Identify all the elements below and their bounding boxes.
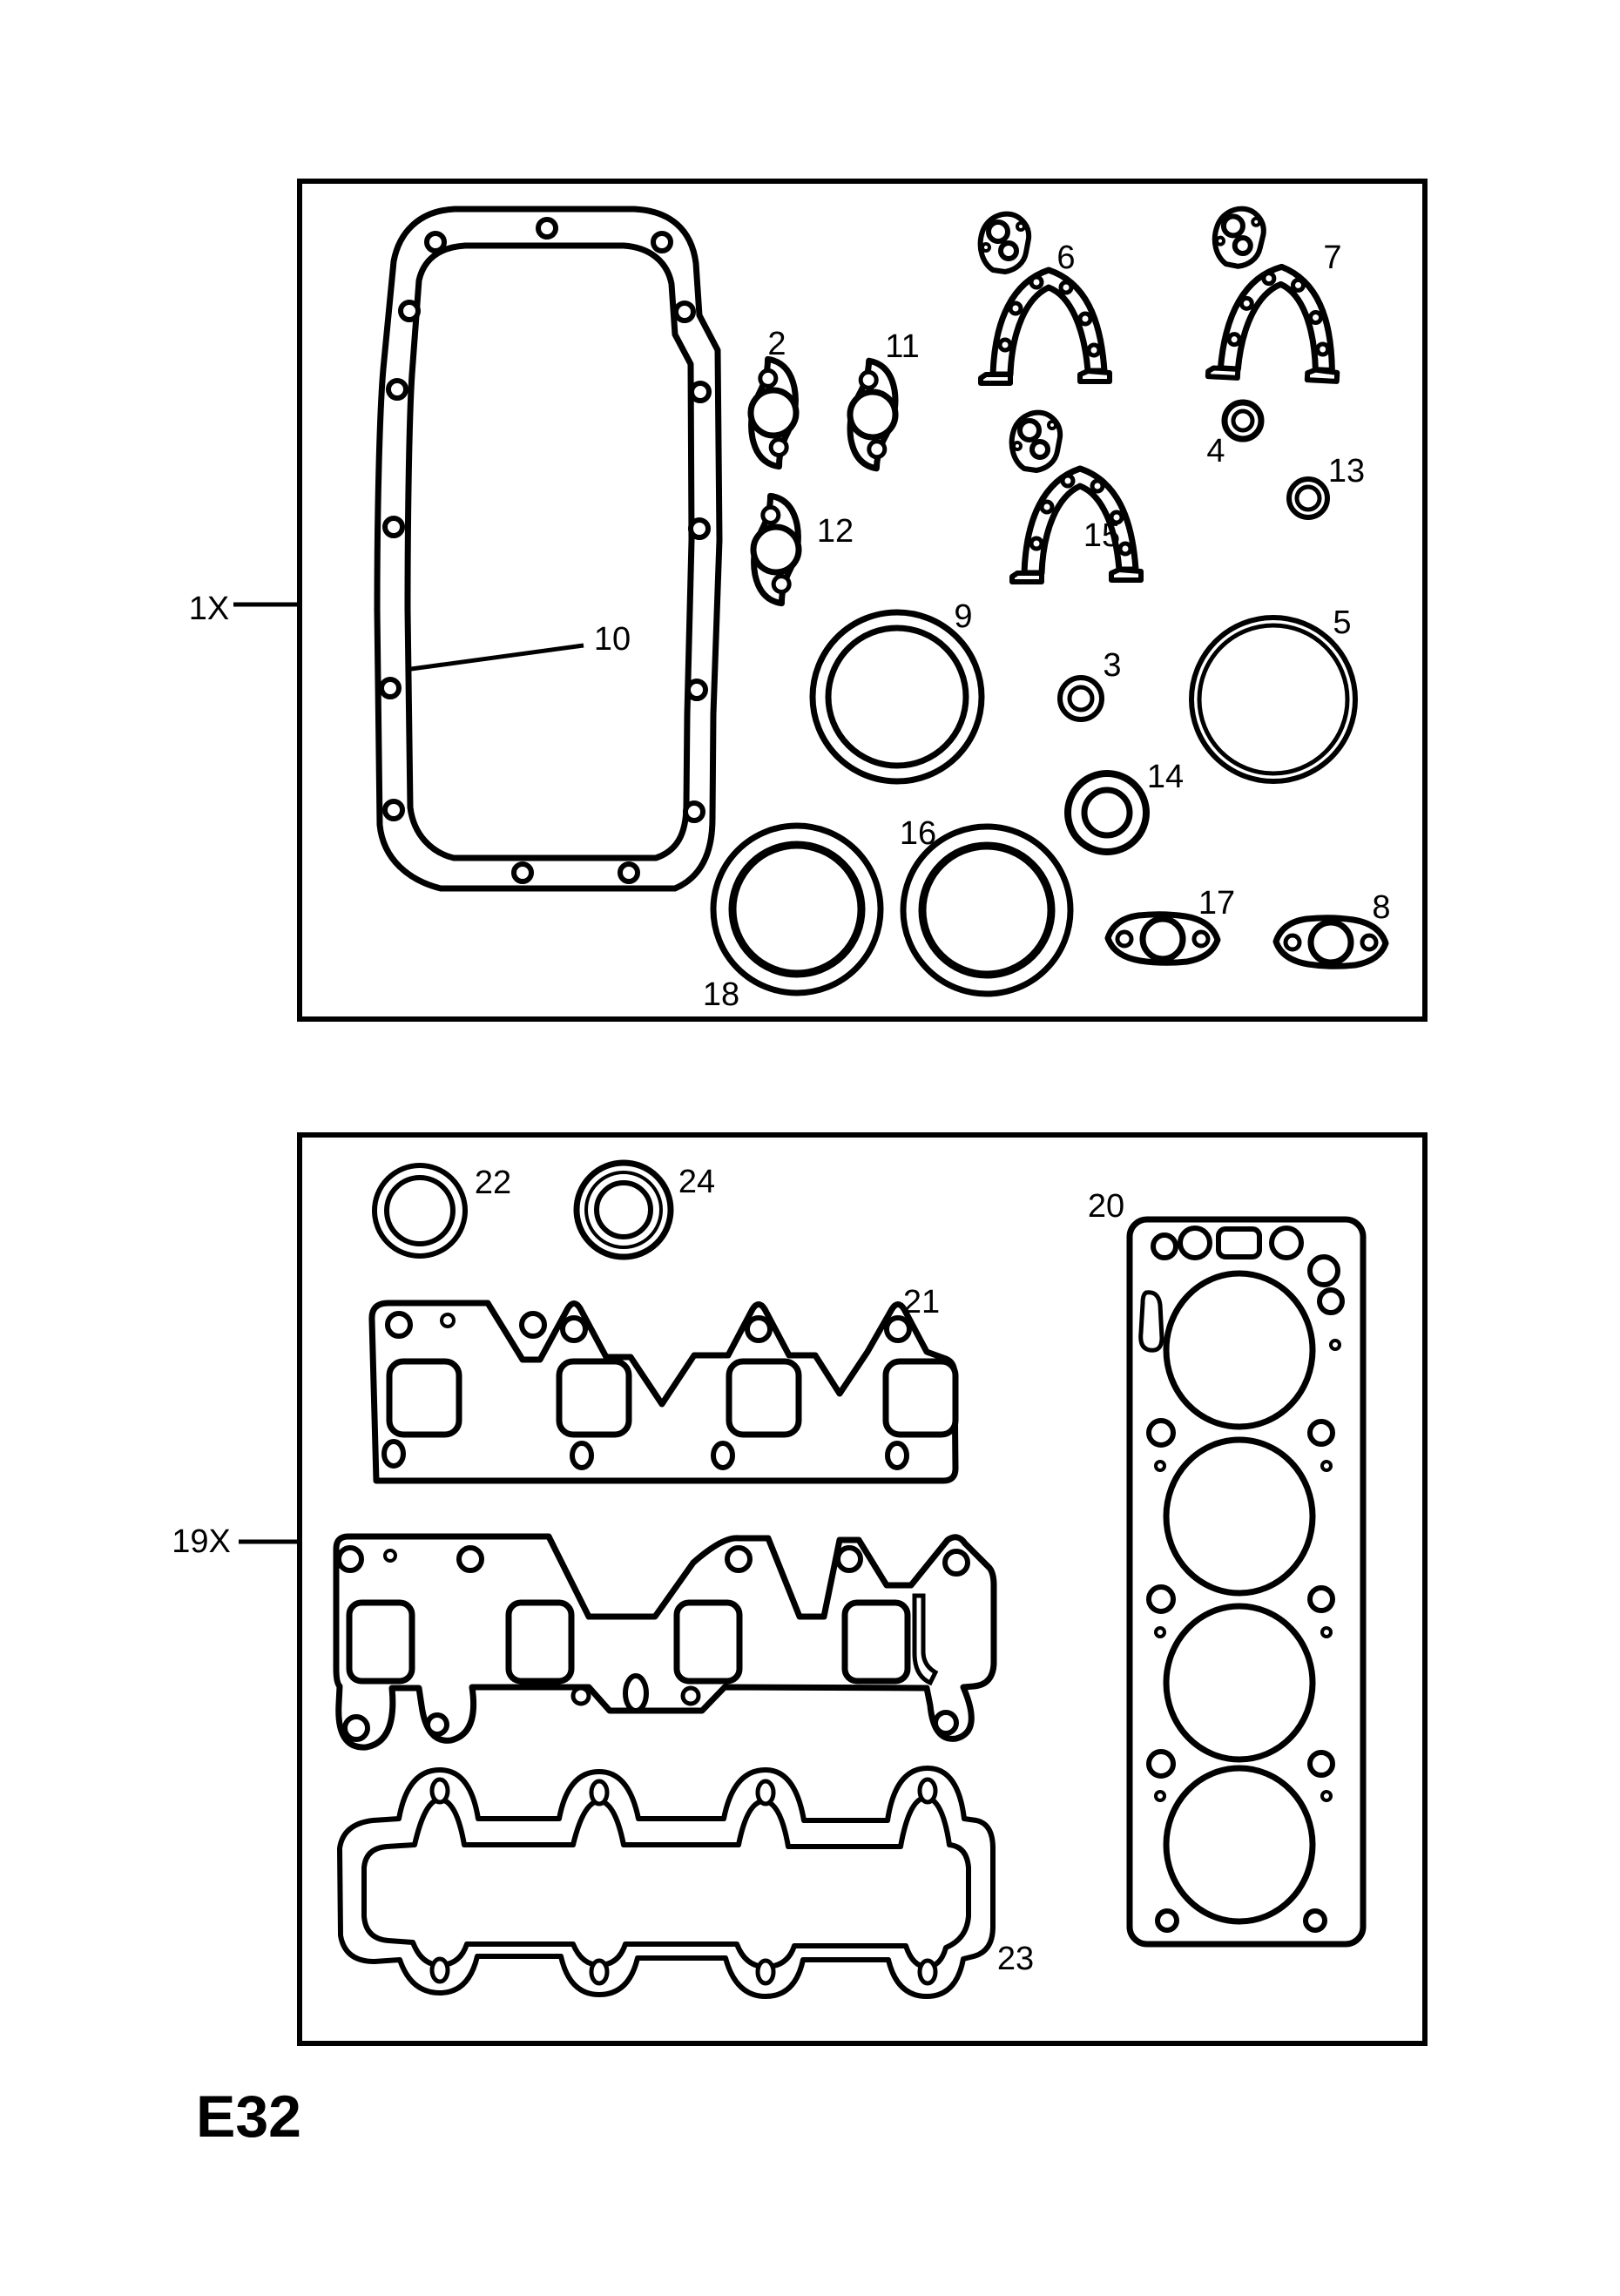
part-14-seal-ring: 14 bbox=[1064, 759, 1184, 855]
part-3-o-ring: 3 bbox=[1057, 647, 1122, 722]
part-label-15: 15 bbox=[1083, 517, 1120, 554]
part-label-7: 7 bbox=[1323, 240, 1341, 276]
part-11-flange-gasket: 11 bbox=[846, 328, 920, 470]
part-8-flange-gasket: 8 bbox=[1276, 889, 1391, 966]
part-label-14: 14 bbox=[1147, 759, 1184, 795]
part-label-22: 22 bbox=[475, 1165, 511, 1201]
part-21-exhaust-manifold-gasket: 21 bbox=[368, 1284, 959, 1484]
part-16-shaft-seal: 16 bbox=[900, 815, 1074, 997]
part-label-5: 5 bbox=[1333, 604, 1351, 641]
part-label-18: 18 bbox=[703, 976, 739, 1013]
part-5-ring-gasket: 5 bbox=[1189, 604, 1358, 784]
page-code: E32 bbox=[196, 2083, 301, 2150]
part-12-flange-gasket: 12 bbox=[746, 493, 854, 605]
part-label-17: 17 bbox=[1198, 885, 1235, 922]
part-label-3: 3 bbox=[1103, 647, 1121, 684]
part-2-flange-gasket: 2 bbox=[744, 326, 802, 469]
part-4-seal-ring: 4 bbox=[1206, 399, 1265, 469]
panel-2-multiplier: 19X bbox=[172, 1523, 300, 1560]
part-9-shaft-seal: 9 bbox=[809, 598, 985, 785]
part-label-6: 6 bbox=[1056, 240, 1075, 276]
part-label-24: 24 bbox=[678, 1164, 715, 1200]
part-label-8: 8 bbox=[1372, 889, 1390, 926]
multiplier-label-1x: 1X bbox=[189, 591, 229, 627]
part-label-13: 13 bbox=[1328, 453, 1365, 490]
part-24-seal-ring: 24 bbox=[573, 1159, 715, 1260]
part-label-16: 16 bbox=[900, 815, 936, 852]
part-22-seal-ring: 22 bbox=[372, 1163, 511, 1259]
part-label-12: 12 bbox=[817, 513, 854, 550]
part-20-cylinder-head-gasket: 20 bbox=[1088, 1188, 1367, 1948]
part-label-23: 23 bbox=[997, 1941, 1034, 1977]
part-label-11: 11 bbox=[885, 328, 919, 365]
part-label-10: 10 bbox=[594, 621, 631, 658]
part-10-oil-pan-gasket: 10 bbox=[374, 206, 723, 892]
part-18-shaft-seal: 18 bbox=[703, 822, 884, 1013]
part-17-flange-gasket: 17 bbox=[1108, 885, 1235, 962]
multiplier-label-19x: 19X bbox=[172, 1523, 231, 1560]
part-6-crankcase-arch-gasket: 6 bbox=[981, 214, 1110, 383]
part-13-seal-ring: 13 bbox=[1286, 453, 1365, 520]
part-23-valve-cover-gasket: 23 bbox=[337, 1766, 1034, 1999]
part-7-crankcase-arch-gasket: 7 bbox=[1208, 207, 1346, 383]
part-label-2: 2 bbox=[767, 326, 786, 362]
callout-line-10 bbox=[410, 643, 584, 672]
part-label-4: 4 bbox=[1206, 433, 1225, 469]
panel-1-multiplier: 1X bbox=[189, 591, 300, 627]
intake-manifold-gasket bbox=[333, 1533, 997, 1751]
part-label-20: 20 bbox=[1088, 1188, 1124, 1225]
part-label-21: 21 bbox=[903, 1284, 940, 1320]
part-label-9: 9 bbox=[954, 598, 972, 635]
part-15-crankcase-arch-gasket: 15 bbox=[1012, 413, 1141, 582]
